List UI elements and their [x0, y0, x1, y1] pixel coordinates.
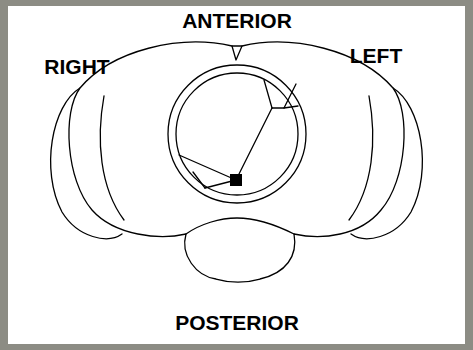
- leaflet-line: [272, 84, 296, 108]
- contour-line: [186, 218, 294, 234]
- orientation-label: RIGHT: [44, 56, 109, 77]
- commissure-dot: [230, 174, 242, 186]
- leaflet-line: [236, 108, 272, 180]
- anterior-notch: [232, 46, 242, 60]
- contour-line: [100, 96, 124, 220]
- valve-orifice: [176, 73, 298, 195]
- leaflet-line: [264, 80, 272, 108]
- valve-annulus: [168, 65, 306, 203]
- orientation-label: POSTERIOR: [175, 312, 299, 333]
- leaflet-line: [284, 106, 298, 108]
- contour-line: [349, 96, 373, 220]
- orientation-label: ANTERIOR: [182, 10, 292, 31]
- leaflet-line: [179, 155, 236, 180]
- heart-base-outline: [69, 42, 404, 282]
- leaflet-line: [193, 172, 205, 188]
- white-panel: [8, 6, 465, 344]
- orientation-label: LEFT: [350, 45, 403, 66]
